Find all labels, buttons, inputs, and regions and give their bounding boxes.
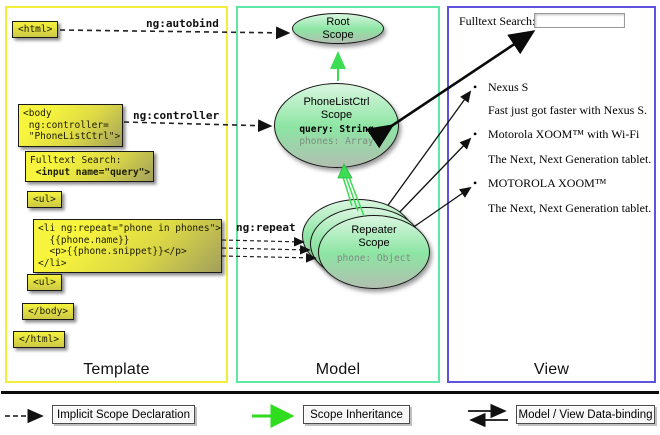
phonelistctrl-query-prop: query: String xyxy=(299,124,374,135)
template-column-label: Template xyxy=(83,361,150,378)
code-box-ul-open: <ul> xyxy=(27,191,62,208)
ng-controller-label: ng:controller xyxy=(133,109,220,122)
bullet-icon: • xyxy=(473,80,478,94)
legend-scope-inheritance: Scope Inheritance xyxy=(303,405,410,424)
legend-implicit-scope: Implicit Scope Declaration xyxy=(52,405,195,424)
model-column: Model xyxy=(236,6,440,383)
code-box-body-open: <body ng:controller= "PhoneListCtrl"> xyxy=(18,104,123,147)
code-box-li-repeat: <li ng:repeat="phone in phones"> {{phone… xyxy=(33,219,222,273)
code-box-body-close: </body> xyxy=(22,303,75,320)
view-item-title: Motorola XOOM™ with Wi-Fi xyxy=(488,127,640,141)
repeater-scope-ellipse: Repeater Scope phone: Object xyxy=(318,215,430,289)
model-column-label: Model xyxy=(315,361,361,378)
legend-separator xyxy=(1,391,659,394)
root-scope-ellipse: Root Scope xyxy=(292,13,384,44)
phonelistctrl-scope-title: PhoneListCtrl Scope xyxy=(303,96,370,121)
root-scope-title: Root Scope xyxy=(322,16,354,41)
view-item-desc: The Next, Next Generation tablet. xyxy=(488,201,652,215)
repeater-scope-title: Repeater Scope xyxy=(351,224,397,249)
phonelistctrl-phones-prop: phones: Array xyxy=(299,136,374,147)
legend-model-view-binding: Model / View Data-binding xyxy=(516,405,655,424)
view-item-title: Nexus S xyxy=(488,80,529,94)
code-box-ul-close: <ul> xyxy=(27,274,62,291)
view-item-desc: Fast just got faster with Nexus S. xyxy=(488,103,647,117)
ng-autobind-label: ng:autobind xyxy=(146,17,219,30)
template-column: Template xyxy=(5,6,228,383)
code-fulltext-label: Fulltext Search: xyxy=(30,155,122,166)
legend-binding-arrows xyxy=(468,403,508,428)
ng-repeat-label: ng:repeat xyxy=(236,221,296,234)
view-column: View xyxy=(447,6,656,383)
view-item-title: MOTOROLA XOOM™ xyxy=(488,176,607,190)
repeater-phone-prop: phone: Object xyxy=(336,253,412,264)
code-fulltext-input: <input name="query"> xyxy=(30,166,151,178)
view-column-label: View xyxy=(533,361,570,378)
code-box-fulltext: Fulltext Search: <input name="query"> xyxy=(25,151,154,182)
bullet-icon: • xyxy=(473,176,478,190)
code-box-html-close: </html> xyxy=(13,331,66,348)
view-item-desc: The Next, Next Generation tablet. xyxy=(488,152,652,166)
phonelistctrl-scope-ellipse: PhoneListCtrl Scope query: String phones… xyxy=(274,83,399,168)
view-search-label: Fulltext Search: xyxy=(459,14,536,28)
bullet-icon: • xyxy=(473,127,478,141)
code-box-html-open: <html> xyxy=(12,21,59,38)
search-input[interactable] xyxy=(534,13,625,28)
